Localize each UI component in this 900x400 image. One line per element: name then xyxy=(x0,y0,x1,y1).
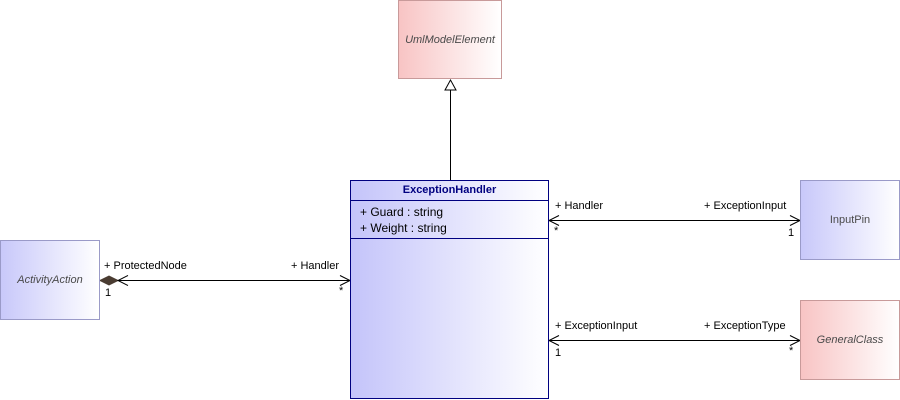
exception-handler-attributes: + Guard : string + Weight : string xyxy=(351,201,548,239)
input-pin-class[interactable]: InputPin xyxy=(800,180,900,260)
exception-type-arrowhead-left xyxy=(547,335,560,346)
general-class-name: GeneralClass xyxy=(816,334,884,346)
activity-action-class[interactable]: ActivityAction xyxy=(0,240,100,320)
input-pin-arrowhead-left xyxy=(547,215,560,226)
protected-node-target-multiplicity: * xyxy=(339,285,344,297)
input-pin-target-multiplicity: 1 xyxy=(788,227,795,239)
generalization-arrowhead xyxy=(444,78,457,91)
attribute-guard: + Guard : string xyxy=(360,205,444,219)
exception-type-target-multiplicity: * xyxy=(789,345,794,357)
exception-handler-name: ExceptionHandler xyxy=(351,181,548,201)
composition-diamond xyxy=(98,275,120,286)
protected-node-arrowhead-left xyxy=(116,275,129,286)
attribute-weight: + Weight : string xyxy=(360,221,447,235)
uml-model-element-class[interactable]: UmlModelElement xyxy=(398,0,502,79)
input-pin-handler-role-label: + Handler xyxy=(555,200,604,212)
input-pin-source-multiplicity: * xyxy=(554,225,559,237)
protected-node-handler-role-label: + Handler xyxy=(291,260,340,272)
protected-node-role-label: + ProtectedNode xyxy=(104,260,187,272)
protected-node-source-multiplicity: 1 xyxy=(105,287,112,299)
exception-type-source-multiplicity: 1 xyxy=(555,347,562,359)
activity-action-name: ActivityAction xyxy=(17,274,83,286)
input-pin-exception-input-role-label: + ExceptionInput xyxy=(704,200,787,212)
general-class-class[interactable]: GeneralClass xyxy=(800,300,900,380)
uml-model-element-name: UmlModelElement xyxy=(405,33,495,46)
exception-type-role-label: + ExceptionType xyxy=(704,320,786,332)
exception-handler-class[interactable]: ExceptionHandler + Guard : string + Weig… xyxy=(350,180,549,399)
exception-type-input-role-label: + ExceptionInput xyxy=(555,320,638,332)
input-pin-name: InputPin xyxy=(829,214,871,226)
